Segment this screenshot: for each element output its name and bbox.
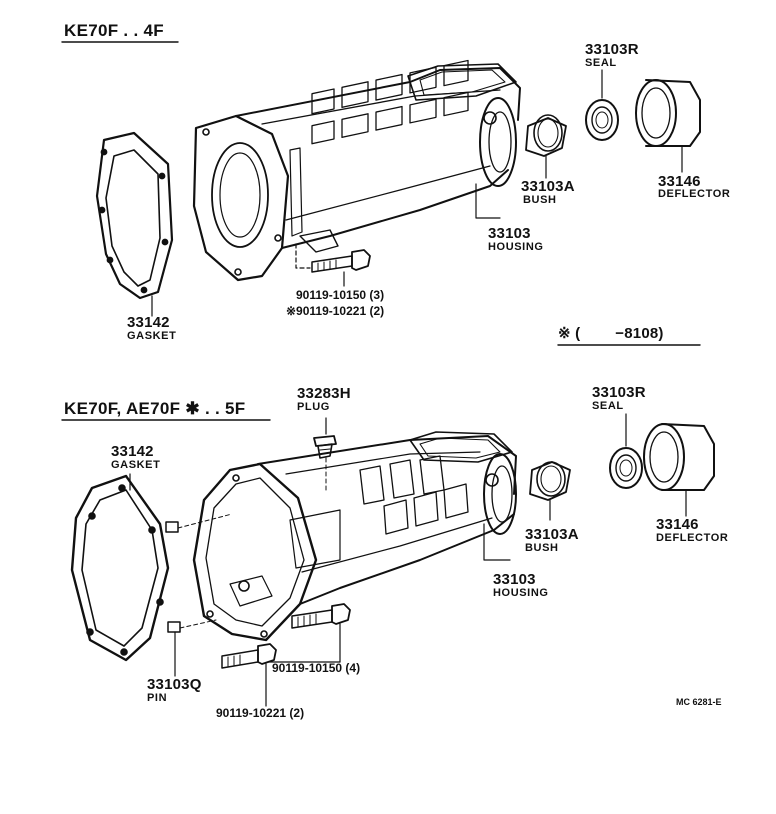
upper-bolt-10150-label: 90119-10150 (3) [296, 288, 385, 302]
upper-seal-drawing [585, 99, 619, 141]
upper-housing-number: 33103 [488, 225, 531, 242]
upper-housing-label: HOUSING [488, 241, 544, 253]
upper-bush-label: BUSH [523, 194, 557, 206]
upper-gasket-drawing [95, 131, 174, 300]
lower-gasket-number: 33142 [111, 443, 154, 460]
lower-pins-drawing [165, 521, 181, 633]
lower-bush-number: 33103A [525, 526, 579, 543]
upper-model-heading: KE70F . . 4F [64, 21, 164, 40]
upper-bush-number: 33103A [521, 178, 575, 195]
lower-seal-label: SEAL [592, 400, 624, 412]
upper-deflector-label: DEFLECTOR [658, 188, 731, 200]
upper-bolt-10221-label: ※90119-10221 (2) [286, 304, 385, 318]
lower-housing-label: HOUSING [493, 587, 549, 599]
lower-deflector-number: 33146 [656, 516, 699, 533]
upper-housing-drawing [192, 59, 521, 282]
upper-bush-drawing [525, 114, 567, 157]
lower-bolt-10221-label: 90119-10221 (2) [216, 706, 305, 720]
lower-seal-drawing [609, 447, 643, 489]
lower-bolt-10150-drawing [291, 603, 351, 629]
upper-deflector-drawing [635, 79, 701, 147]
upper-bolt-drawing [311, 249, 371, 273]
plug-label: PLUG [297, 401, 330, 413]
lower-housing-number: 33103 [493, 571, 536, 588]
upper-seal-number: 33103R [585, 41, 639, 58]
pin-label: PIN [147, 692, 168, 704]
lower-seal-number: 33103R [592, 384, 646, 401]
lower-deflector-label: DEFLECTOR [656, 532, 729, 544]
lower-gasket-drawing [70, 474, 170, 662]
pin-number: 33103Q [147, 676, 202, 693]
upper-deflector-number: 33146 [658, 173, 701, 190]
upper-gasket-number: 33142 [127, 314, 170, 331]
lower-housing-drawing [192, 431, 517, 642]
lower-deflector-drawing [643, 423, 715, 491]
lower-bolt-10150-label: 90119-10150 (4) [272, 661, 361, 675]
lower-bush-drawing [529, 461, 571, 501]
lower-bush-label: BUSH [525, 542, 559, 554]
plug-number: 33283H [297, 385, 351, 402]
lower-bolt-10221-drawing [221, 643, 277, 669]
upper-seal-label: SEAL [585, 57, 617, 69]
date-note: ※ ( −8108) [558, 325, 664, 342]
upper-gasket-label: GASKET [127, 330, 177, 342]
figure-code: MC 6281-E [676, 697, 722, 707]
plug-drawing [313, 435, 337, 459]
lower-model-heading: KE70F, AE70F ✱ . . 5F [64, 399, 246, 418]
lower-gasket-label: GASKET [111, 459, 161, 471]
